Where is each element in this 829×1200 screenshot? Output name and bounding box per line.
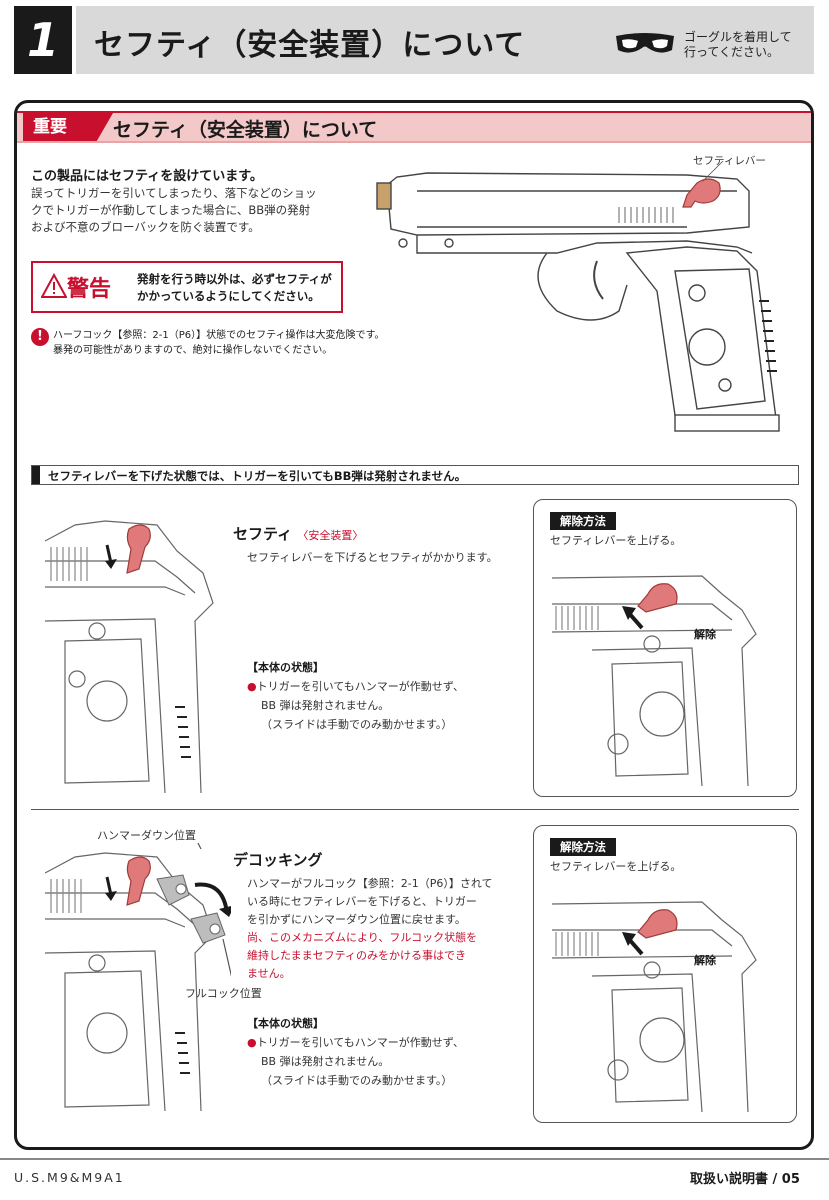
release-tag: 解除方法 <box>550 512 616 530</box>
release-text: セフティレバーを上げる。 <box>550 534 682 547</box>
decocking-body: ハンマーがフルコック【参照：2-1（P6）】されて いる時にセフティレバーを下げ… <box>247 875 519 983</box>
page-title: セフティ（安全装置）について <box>94 28 526 63</box>
safety-title: セフティ 〈安全装置〉 <box>233 523 363 544</box>
goggle-icon <box>616 33 674 53</box>
header-bar <box>76 6 814 74</box>
pistol-illustration <box>376 161 780 432</box>
important-tag: 重要 <box>23 113 113 141</box>
footer-page: 取扱い説明書 / 05 <box>690 1172 800 1187</box>
lead-text: この製品にはセフティを設けています。 <box>31 169 263 184</box>
safety-state-line2: BB 弾は発射されません。 <box>261 699 390 712</box>
decocking-line2: いる時にセフティレバーを下げると、トリガー <box>247 895 477 908</box>
section-divider <box>31 809 799 810</box>
hammer-down-label: ハンマーダウン位置 <box>97 829 196 842</box>
safety-state-line3: （スライドは手動でのみ動かせます。） <box>261 718 453 731</box>
release-label: 解除 <box>694 628 716 641</box>
decocking-diagram <box>45 843 231 1111</box>
main-panel: 重要 セフティ（安全装置）について この製品にはセフティを設けています。 誤って… <box>14 100 814 1150</box>
safety-body: セフティレバーを下げるとセフティがかかります。 <box>247 551 498 564</box>
notice-bar: セフティレバーを下げた状態では、トリガーを引いてもBB弾は発射されません。 <box>31 465 799 485</box>
safety-lever-label: セフティレバー <box>693 155 766 167</box>
release-diagram <box>551 575 757 786</box>
release-label: 解除 <box>694 954 716 967</box>
decocking-state-body: ●トリガーを引いてもハンマーが作動せず、 BB 弾は発射されません。 （スライド… <box>247 1033 464 1090</box>
page-header: 1 セフティ（安全装置）について ゴーグルを着用して 行ってください。 <box>14 6 814 74</box>
decocking-state-heading: 【本体の状態】 <box>247 1017 324 1030</box>
release-diagram <box>551 901 757 1112</box>
footer-rule <box>0 1158 829 1160</box>
important-bar <box>17 111 811 143</box>
decocking-red-line1: 尚、このメカニズムにより、フルコック状態を <box>247 931 478 944</box>
full-cock-label: フルコック位置 <box>185 987 262 1000</box>
decocking-red-line2: 維持したままセフティのみをかける事はでき <box>247 949 467 962</box>
decocking-line1: ハンマーがフルコック【参照：2-1（P6）】されて <box>247 877 493 890</box>
notice-text: セフティレバーを下げた状態では、トリガーを引いてもBB弾は発射されません。 <box>48 469 467 483</box>
warning-label: 警告 <box>67 277 112 302</box>
footer-model: U.S.M9&M9A1 <box>14 1170 125 1185</box>
goggle-notice-line2: 行ってください。 <box>684 45 780 59</box>
warning-box: 警告 発射を行う時以外は、必ずセフティがかかっているようにしてください。 <box>31 261 343 313</box>
notice-mark <box>32 466 40 484</box>
safety-state-line1: トリガーを引いてもハンマーが作動せず、 <box>256 680 464 693</box>
safety-release-box: 解除方法 セフティレバーを上げる。 解除 <box>533 499 797 797</box>
decocking-state-line3: （スライドは手動でのみ動かせます。） <box>261 1074 453 1087</box>
release-text: セフティレバーを上げる。 <box>550 860 682 873</box>
section-number: 1 <box>14 6 72 74</box>
release-tag: 解除方法 <box>550 838 616 856</box>
caution-line1: ハーフコック【参照：2-1（P6）】状態でのセフティ操作は大変危険です。 <box>53 330 385 341</box>
safety-title-text: セフティ <box>233 525 293 543</box>
body-text: 誤ってトリガーを引いてしまったり、落下などのショックでトリガーが作動してしまった… <box>31 186 317 234</box>
decocking-line3: を引かずにハンマーダウン位置に戻せます。 <box>247 913 466 926</box>
caution-text: ハーフコック【参照：2-1（P6）】状態でのセフティ操作は大変危険です。 暴発の… <box>53 328 433 358</box>
important-title: セフティ（安全装置）について <box>113 119 378 141</box>
decocking-state-line2: BB 弾は発射されません。 <box>261 1055 390 1068</box>
safety-state-heading: 【本体の状態】 <box>247 661 324 674</box>
exclamation-icon: ! <box>31 328 49 346</box>
goggle-notice: ゴーグルを着用して 行ってください。 <box>684 30 792 60</box>
warning-text: 発射を行う時以外は、必ずセフティがかかっているようにしてください。 <box>137 272 332 303</box>
decocking-title: デコッキング <box>233 851 323 869</box>
warning-triangle-icon <box>41 273 67 298</box>
decocking-release-box: 解除方法 セフティレバーを上げる。 解除 <box>533 825 797 1123</box>
caution-line2: 暴発の可能性がありますので、絶対に操作しないでください。 <box>53 345 333 356</box>
decocking-red-line3: ません。 <box>247 967 291 980</box>
safety-subtitle: 〈安全装置〉 <box>297 529 364 542</box>
decocking-state-line1: トリガーを引いてもハンマーが作動せず、 <box>256 1036 464 1049</box>
safety-state-body: ●トリガーを引いてもハンマーが作動せず、 BB 弾は発射されません。 （スライド… <box>247 677 464 734</box>
goggle-notice-line1: ゴーグルを着用して <box>684 30 792 44</box>
safety-diagram <box>45 520 214 793</box>
